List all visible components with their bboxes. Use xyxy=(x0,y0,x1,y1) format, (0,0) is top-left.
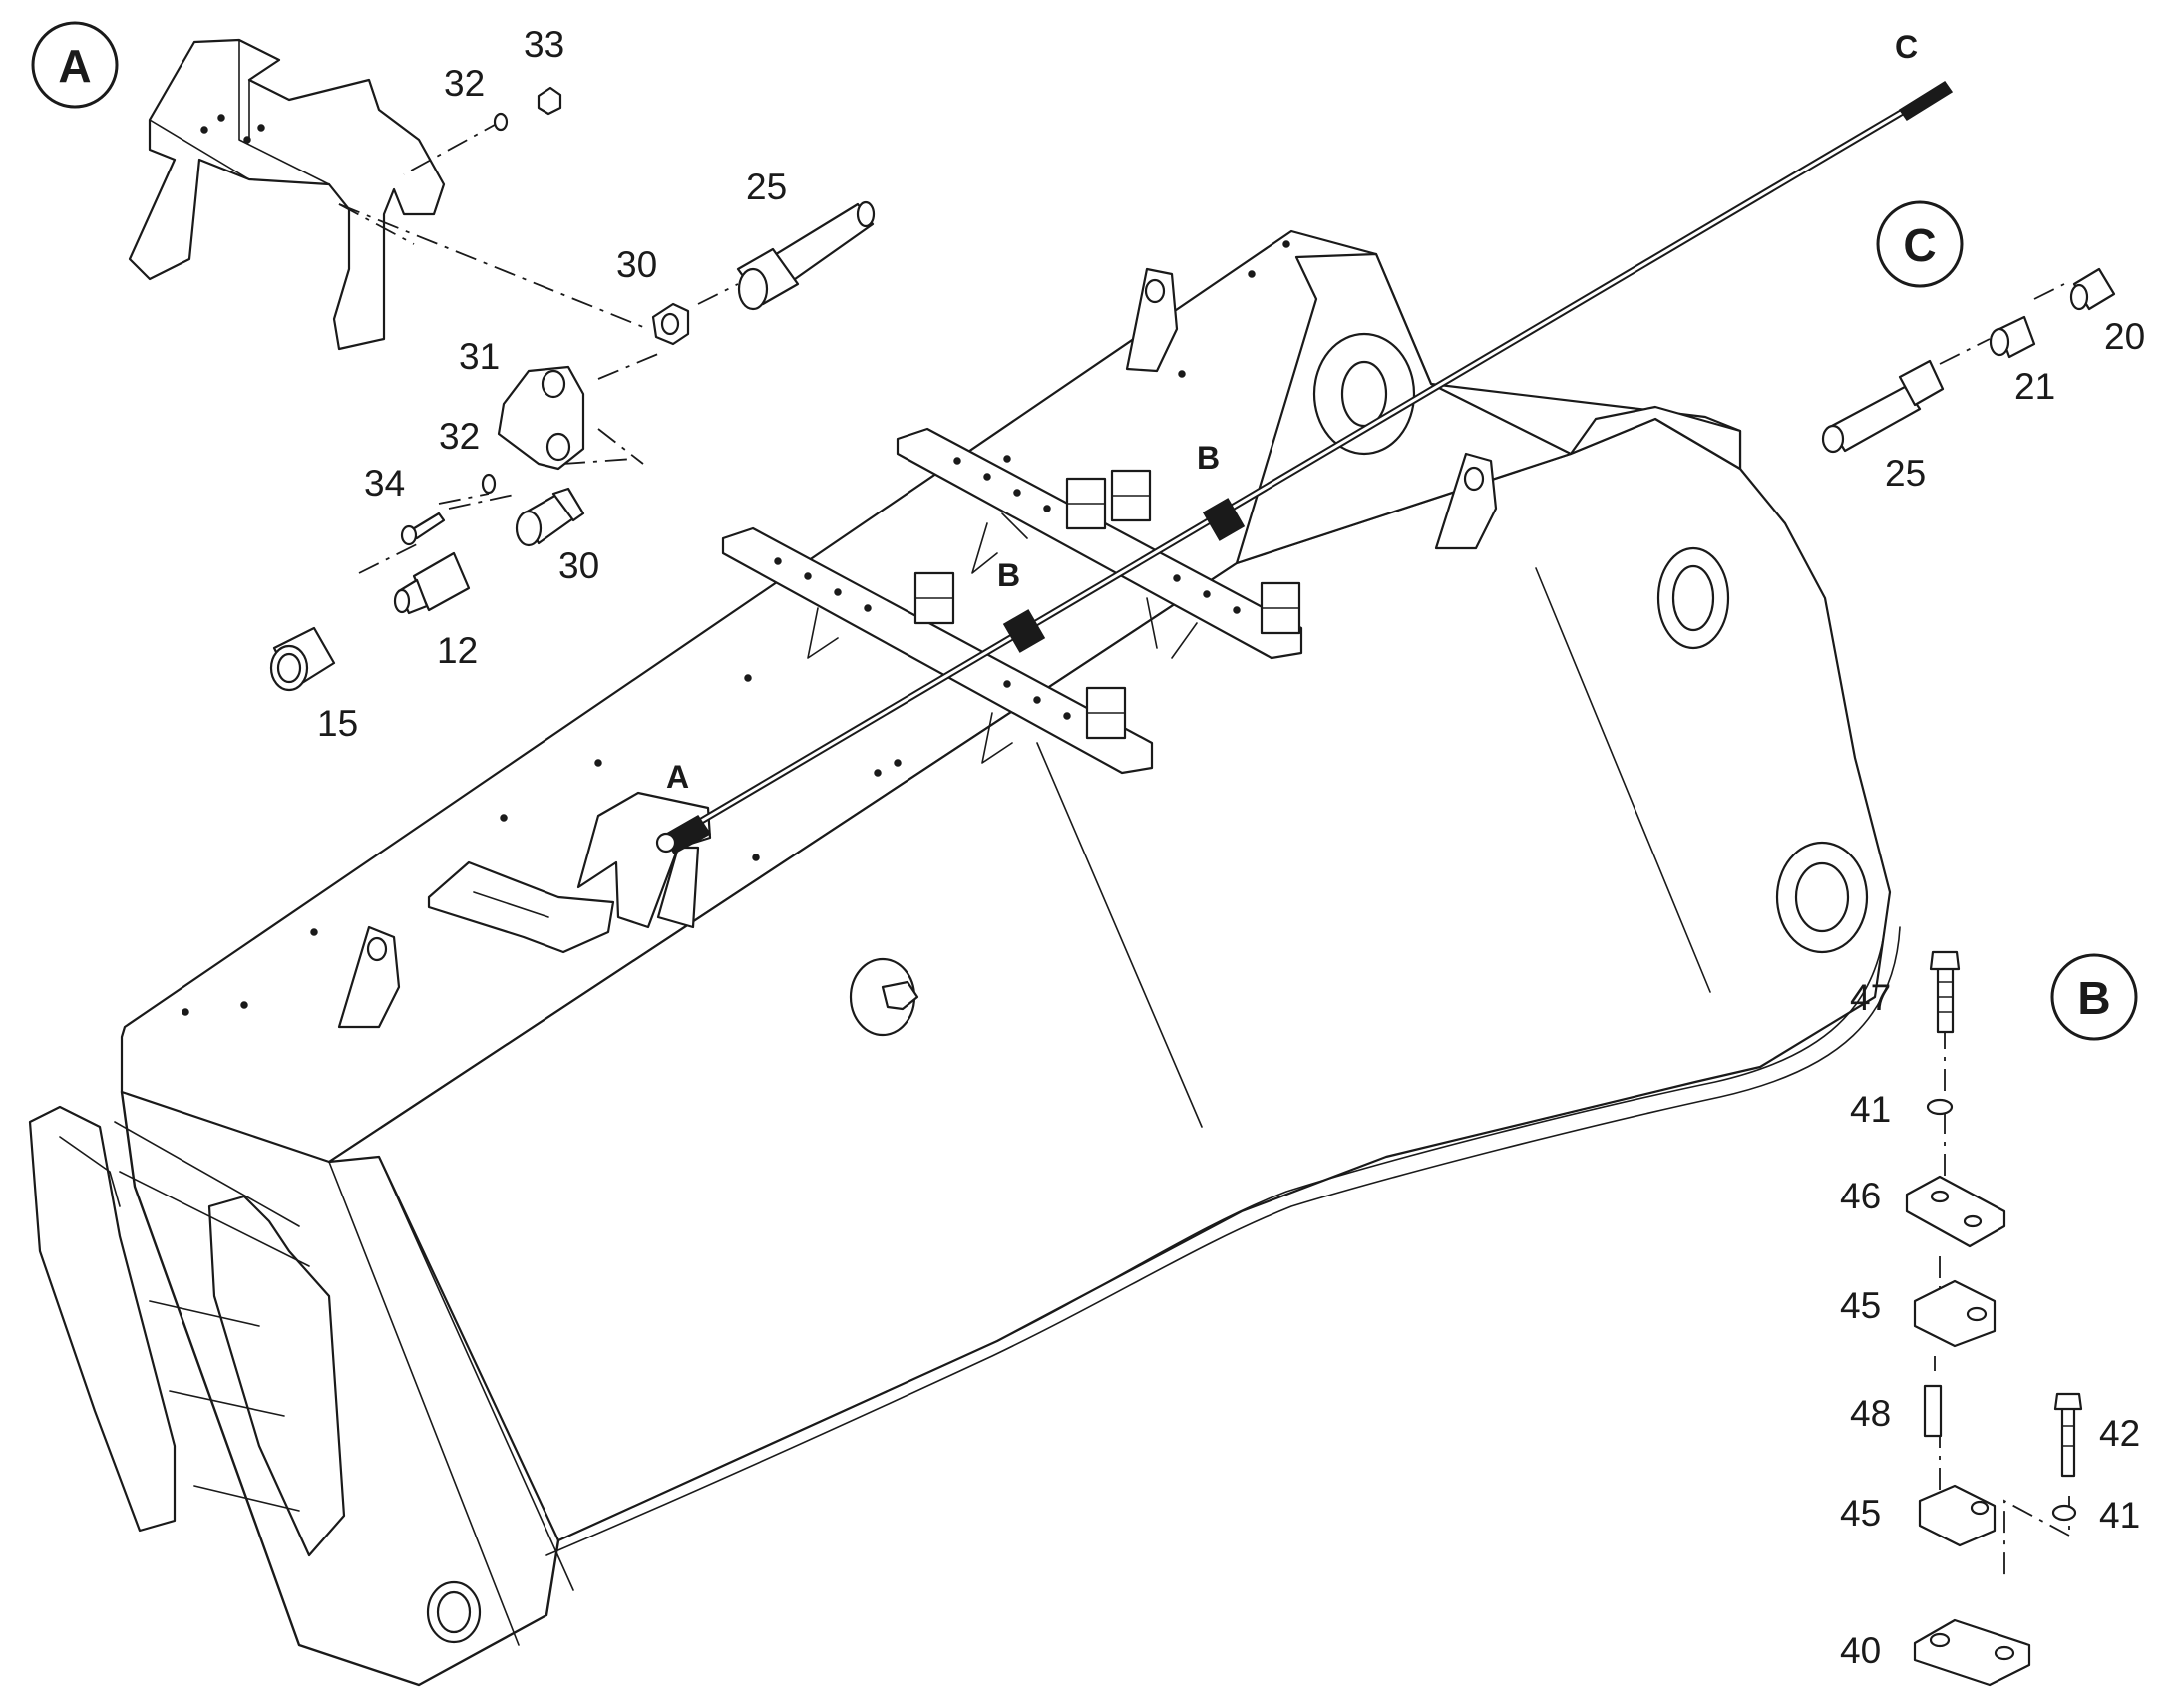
nut-33 xyxy=(537,86,562,116)
fitting-20 xyxy=(2069,267,2116,311)
callout-30-top: 30 xyxy=(616,244,657,285)
bolt-34 xyxy=(400,512,446,546)
callout-32-top: 32 xyxy=(444,63,485,104)
detail-a-bracket xyxy=(128,38,739,574)
boom-ref-c: C xyxy=(1895,29,1918,65)
bolt-42 xyxy=(2053,1392,2083,1478)
adapter-30-bottom xyxy=(515,487,585,547)
boom-ref-a: A xyxy=(666,759,689,795)
callout-48: 48 xyxy=(1850,1393,1891,1434)
plate-31 xyxy=(497,365,585,471)
detail-a-parts xyxy=(269,86,876,692)
washer-32-mid xyxy=(481,473,497,495)
detail-b-label-group: B xyxy=(2050,953,2138,1041)
bolt-47 xyxy=(1929,950,1961,1034)
mounting-rails xyxy=(721,427,1303,775)
boom-structure xyxy=(28,229,1901,1687)
callout-25-c: 25 xyxy=(1885,453,1926,494)
clamp-45-top xyxy=(1913,1279,1997,1348)
detail-b-parts xyxy=(1905,950,2083,1687)
detail-c-parts xyxy=(1821,267,2116,454)
detail-c-label-group: C xyxy=(1876,200,1964,288)
washer-32-top xyxy=(493,112,509,132)
callout-33: 33 xyxy=(524,24,564,65)
detail-label-c: C xyxy=(1903,219,1936,271)
fitting-12 xyxy=(393,551,471,615)
callout-15: 15 xyxy=(317,703,358,744)
callout-31: 31 xyxy=(459,336,500,377)
grease-line xyxy=(655,80,1954,855)
sleeve-48 xyxy=(1923,1384,1943,1438)
callout-40: 40 xyxy=(1840,1630,1881,1671)
callout-21: 21 xyxy=(2014,366,2055,407)
callout-20: 20 xyxy=(2104,316,2145,357)
base-plate-40 xyxy=(1913,1618,2031,1687)
boom-ref-b1: B xyxy=(997,557,1020,593)
callout-42: 42 xyxy=(2099,1413,2140,1454)
washer-41-top xyxy=(1926,1098,1954,1116)
detail-label-a: A xyxy=(58,40,91,92)
callout-34: 34 xyxy=(364,463,405,504)
callout-30-bottom: 30 xyxy=(558,545,599,586)
detail-label-b: B xyxy=(2077,972,2110,1024)
callout-45-top: 45 xyxy=(1840,1285,1881,1326)
boom-ref-b2: B xyxy=(1197,440,1220,476)
cap-15 xyxy=(269,626,336,692)
tube-fitting-25-top xyxy=(736,200,876,311)
detail-a-label-group: A xyxy=(31,21,119,109)
tube-fitting-25-c xyxy=(1821,359,1945,454)
plate-46 xyxy=(1905,1175,2006,1248)
fitting-21 xyxy=(1989,315,2036,359)
callout-45-bottom: 45 xyxy=(1840,1493,1881,1534)
clamp-45-bottom xyxy=(1918,1484,1997,1547)
callout-46: 46 xyxy=(1840,1176,1881,1216)
callout-25-a: 25 xyxy=(746,167,787,207)
callout-47: 47 xyxy=(1850,977,1891,1018)
callout-12: 12 xyxy=(437,630,478,671)
callout-32-mid: 32 xyxy=(439,416,480,457)
callout-41-top: 41 xyxy=(1850,1089,1891,1130)
hex-nut-30-top xyxy=(651,302,690,346)
washer-41-bottom xyxy=(2051,1504,2077,1522)
callout-41-bottom: 41 xyxy=(2099,1495,2140,1536)
